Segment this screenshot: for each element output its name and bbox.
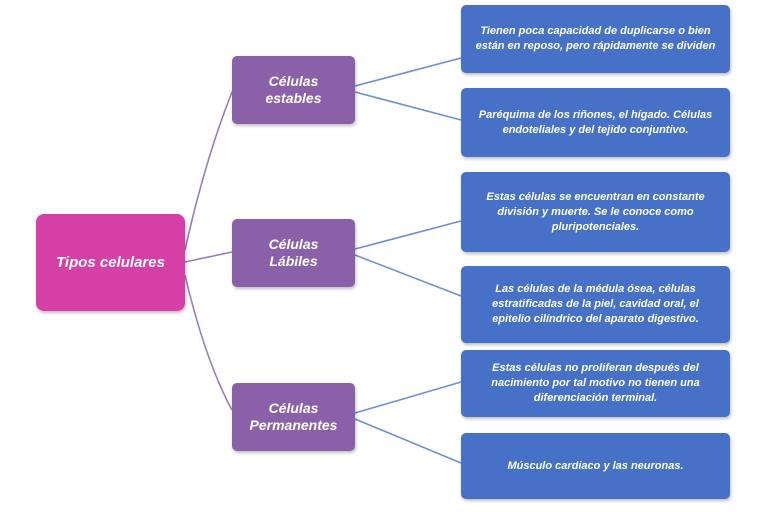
leaf-node-text: Estas células se encuentran en constante… — [486, 190, 705, 233]
leaf-node-permanentes-examples: Músculo cardiaco y las neuronas. — [461, 433, 730, 499]
category-node-label: Células estables — [265, 73, 322, 106]
category-node-label: Células Permanentes — [249, 400, 338, 433]
leaf-node-estables-description: Tienen poca capacidad de duplicarse o bi… — [461, 5, 730, 73]
leaf-node-text: Tienen poca capacidad de duplicarse o bi… — [475, 25, 716, 52]
connector-root-to-permanentes — [184, 274, 233, 411]
connector-estables-to-leaf-0 — [354, 57, 462, 87]
connector-labiles-to-leaf-2 — [354, 220, 462, 250]
root-node-tipos-celulares: Tipos celulares — [36, 214, 185, 311]
leaf-node-estables-examples: Paréquima de los riñones, el hígado. Cél… — [461, 88, 730, 157]
leaf-node-text: Paréquima de los riñones, el hígado. Cél… — [478, 108, 713, 136]
connector-root-to-estables — [184, 91, 233, 251]
leaf-node-permanentes-description: Estas células no proliferan después del … — [461, 350, 730, 417]
category-node-labiles: Células Lábiles — [232, 219, 355, 287]
connector-permanentes-to-leaf-4 — [354, 381, 462, 414]
connector-labiles-to-leaf-3 — [354, 254, 462, 297]
leaf-node-labiles-examples: Las células de la médula ósea, células e… — [461, 266, 730, 343]
root-node-label: Tipos celulares — [56, 254, 165, 271]
leaf-node-text: Músculo cardiaco y las neuronas. — [507, 459, 684, 472]
category-node-permanentes: Células Permanentes — [232, 383, 355, 451]
connector-estables-to-leaf-1 — [354, 91, 462, 121]
connector-permanentes-to-leaf-5 — [354, 418, 462, 464]
leaf-node-text: Las células de la médula ósea, células e… — [492, 283, 699, 325]
category-node-label: Células Lábiles — [268, 236, 319, 269]
connector-root-to-labiles — [184, 251, 233, 263]
category-node-estables: Células estables — [232, 56, 355, 124]
leaf-node-text: Estas células no proliferan después del … — [491, 362, 700, 404]
leaf-node-labiles-description: Estas células se encuentran en constante… — [461, 172, 730, 252]
